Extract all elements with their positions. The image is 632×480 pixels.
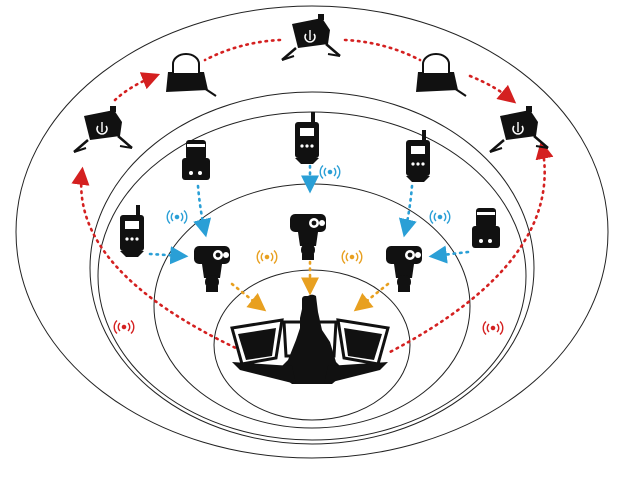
ptz-camera-icon [488,104,550,154]
ring-outer [15,5,609,459]
ptz-camera-icon [72,104,134,154]
outer-links [71,38,554,354]
beacon-sensor-icon [165,53,217,97]
ptz-camera-icon [280,12,342,62]
wireless-signal-icon [166,209,188,225]
beacon-sensor-icon [472,208,500,248]
ring-core [213,269,411,421]
wireless-signal-icon [429,209,451,225]
wireless-signal-icon [482,320,504,336]
wireless-signal-icon [319,164,341,180]
thermal-camera-icon [290,214,326,260]
thermal-camera-icon [386,246,422,292]
beacon-sensor-icon [182,140,210,180]
thermal-camera-icon [194,246,230,292]
middle-links [148,164,470,265]
radio-sensor-icon [120,205,144,257]
wireless-signal-icon [341,249,363,265]
inner-links [230,260,390,312]
wireless-signal-icon [113,319,135,335]
operator-workstation-icon [230,294,390,384]
beacon-sensor-icon [415,53,467,97]
radio-sensor-icon [295,112,319,164]
wireless-signal-icon [256,249,278,265]
